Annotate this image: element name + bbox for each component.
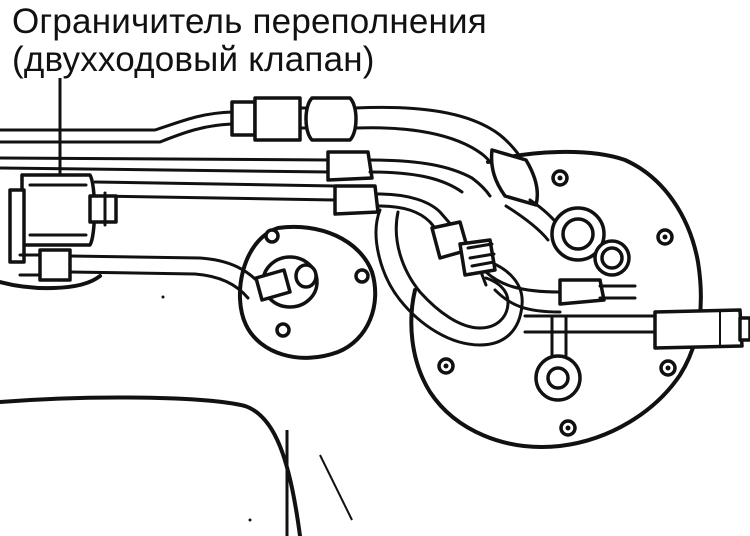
plate-center-stem [550, 316, 568, 357]
callout-label-line-1: Ограничитель переполнения [12, 2, 487, 41]
tank-seam-2 [319, 454, 353, 521]
hose-clamp-mid-1 [326, 150, 374, 182]
sender-hose-end [254, 268, 292, 302]
tank-lower-outline [0, 395, 302, 536]
sender-bolt-1 [264, 228, 280, 244]
callout-label-line-2: (двухходовый клапан) [12, 40, 375, 79]
hose-coupling-1 [230, 100, 257, 137]
main-line-top [0, 110, 234, 132]
tank-outline [0, 274, 102, 291]
rubber-hose-top [304, 96, 358, 142]
hose-clamp-mid-2 [333, 184, 380, 216]
main-line-mid-1 [0, 156, 332, 162]
rubber-hose-right [489, 148, 540, 207]
hose-nut [253, 96, 302, 142]
main-line-mid-2 [93, 180, 337, 188]
two-way-valve-bracket [8, 188, 26, 264]
sender-bolt-3 [275, 322, 291, 338]
valve-outlet-nipple [88, 194, 118, 224]
return-line-loop [374, 208, 524, 347]
lower-fitting [558, 278, 606, 306]
valve-lower-clamp [38, 248, 72, 282]
sender-unit-plate [238, 224, 378, 360]
sender-bolt-2 [354, 268, 370, 284]
pump-mounting-plate [409, 150, 703, 449]
electrical-connector [653, 308, 744, 350]
